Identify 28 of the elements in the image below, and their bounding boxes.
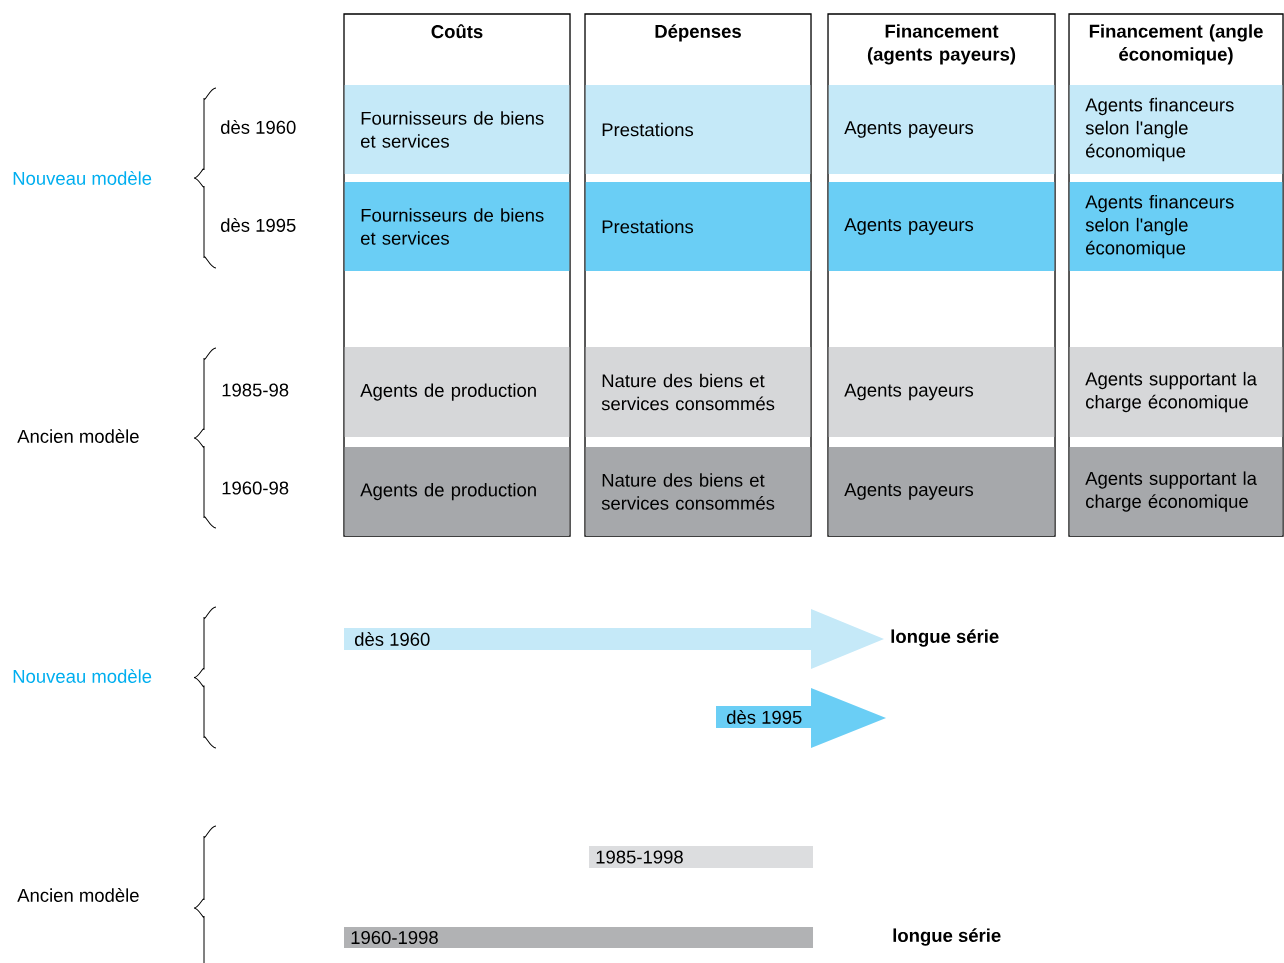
table-cell: Nature des biens et services consommés	[585, 347, 811, 437]
table-cell: Agents payeurs	[828, 85, 1055, 174]
period-bar: 1985-1998	[589, 846, 813, 868]
table-cell: Agents de production	[344, 447, 570, 536]
table-cell: Agents payeurs	[828, 447, 1055, 536]
group-label: Nouveau modèle	[13, 171, 152, 185]
period-bar: 1960-1998	[344, 927, 813, 948]
period-label: 1960-98	[222, 481, 289, 495]
table-cell: Agents supportant la charge économique	[1069, 347, 1283, 437]
table-cell: Agents financeurs selon l'angle économique	[1069, 182, 1283, 271]
table-cell: Agents supportant la charge économique	[1069, 447, 1283, 536]
table-cell: Agents payeurs	[828, 347, 1055, 437]
period-label: dès 1995	[221, 218, 296, 232]
table-cell: Agents payeurs	[828, 182, 1055, 271]
table-cell: Agents de production	[344, 347, 570, 437]
series-label: longue série	[891, 629, 999, 647]
group-label: Nouveau modèle	[13, 669, 152, 683]
period-label: dès 1960	[221, 120, 296, 134]
table-cell: Prestations	[585, 85, 811, 174]
table-cell: Nature des biens et services consommés	[585, 447, 811, 536]
table-cell: Fournisseurs de biens et services	[344, 85, 570, 174]
table-cell: Prestations	[585, 182, 811, 271]
table-cell: Agents financeurs selon l'angle économique	[1069, 85, 1283, 174]
group-label: Ancien modèle	[17, 888, 139, 902]
group-label: Ancien modèle	[17, 429, 139, 443]
period-label: 1985-98	[222, 383, 289, 397]
series-label: longue série	[893, 928, 1001, 946]
table-cell: Fournisseurs de biens et services	[344, 182, 570, 271]
